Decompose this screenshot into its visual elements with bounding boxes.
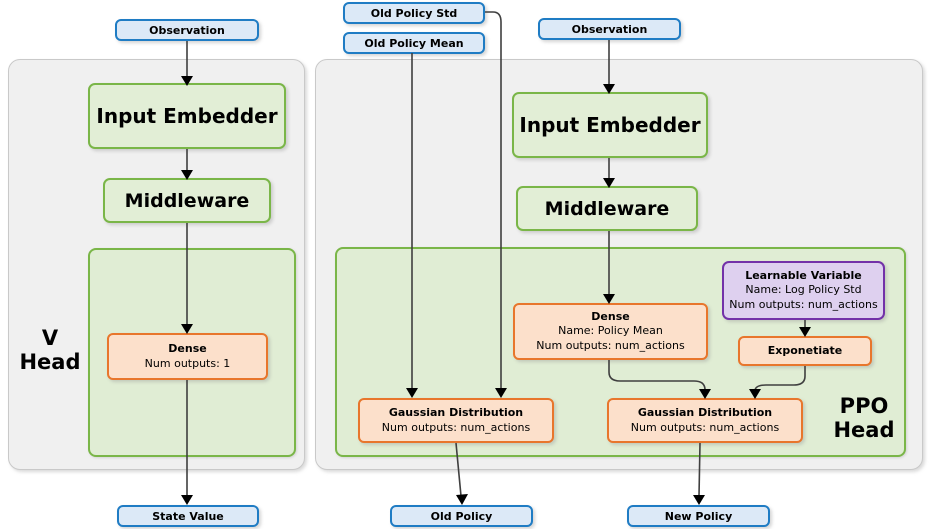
v-head-middleware[interactable]: Middleware bbox=[103, 178, 271, 223]
v-head-dense-num-outputs: Num outputs: 1 bbox=[144, 356, 231, 370]
output-new-policy[interactable]: New Policy bbox=[627, 505, 770, 527]
input-old-policy-mean[interactable]: Old Policy Mean bbox=[343, 32, 485, 54]
ppo-head-learnable-variable[interactable]: Learnable Variable Name: Log Policy Std … bbox=[722, 261, 885, 320]
ppo-head-exponetiate[interactable]: Exponetiate bbox=[738, 336, 872, 366]
v-head-label: V Head bbox=[14, 315, 86, 385]
v-head-input-embedder[interactable]: Input Embedder bbox=[88, 83, 286, 149]
ppo-head-middleware-label: Middleware bbox=[544, 197, 670, 220]
ppo-head-gaussian-old[interactable]: Gaussian Distribution Num outputs: num_a… bbox=[358, 398, 554, 443]
input-old-policy-std[interactable]: Old Policy Std bbox=[343, 2, 485, 24]
output-old-policy-label: Old Policy bbox=[430, 509, 493, 523]
output-old-policy[interactable]: Old Policy bbox=[390, 505, 533, 527]
learnable-variable-name: Name: Log Policy Std bbox=[745, 283, 862, 297]
ppo-head-middleware[interactable]: Middleware bbox=[516, 186, 698, 231]
input-observation-left[interactable]: Observation bbox=[115, 19, 259, 41]
ppo-head-label-line1: PPO bbox=[839, 393, 889, 418]
ppo-head-dense-num-outputs: Num outputs: num_actions bbox=[536, 338, 685, 352]
ppo-head-dense-title: Dense bbox=[591, 310, 630, 324]
input-observation-left-label: Observation bbox=[149, 23, 225, 37]
ppo-head-dense-name: Name: Policy Mean bbox=[558, 324, 663, 338]
v-head-dense[interactable]: Dense Num outputs: 1 bbox=[107, 333, 268, 380]
ppo-head-label-line2: Head bbox=[833, 418, 895, 442]
ppo-head-dense-policy-mean[interactable]: Dense Name: Policy Mean Num outputs: num… bbox=[513, 303, 708, 360]
output-state-value[interactable]: State Value bbox=[117, 505, 259, 527]
learnable-variable-num-outputs: Num outputs: num_actions bbox=[729, 297, 878, 311]
v-head-label-line1: V bbox=[41, 325, 59, 350]
ppo-head-input-embedder-label: Input Embedder bbox=[519, 113, 701, 137]
output-state-value-label: State Value bbox=[152, 509, 224, 523]
input-observation-right[interactable]: Observation bbox=[538, 18, 681, 40]
ppo-head-input-embedder[interactable]: Input Embedder bbox=[512, 92, 708, 158]
v-head-dense-title: Dense bbox=[168, 342, 207, 356]
exponetiate-title: Exponetiate bbox=[767, 343, 843, 357]
gaussian-old-num-outputs: Num outputs: num_actions bbox=[381, 420, 531, 434]
gaussian-old-title: Gaussian Distribution bbox=[388, 406, 524, 420]
input-observation-right-label: Observation bbox=[571, 22, 648, 36]
ppo-head-gaussian-new[interactable]: Gaussian Distribution Num outputs: num_a… bbox=[607, 398, 803, 443]
input-old-policy-mean-label: Old Policy Mean bbox=[364, 36, 464, 50]
input-old-policy-std-label: Old Policy Std bbox=[370, 6, 458, 20]
v-head-label-line2: Head bbox=[19, 350, 81, 374]
v-head-input-embedder-label: Input Embedder bbox=[96, 104, 278, 128]
ppo-head-label: PPO Head bbox=[824, 385, 904, 451]
gaussian-new-num-outputs: Num outputs: num_actions bbox=[630, 420, 780, 434]
learnable-variable-title: Learnable Variable bbox=[745, 269, 862, 283]
gaussian-new-title: Gaussian Distribution bbox=[637, 406, 773, 420]
output-new-policy-label: New Policy bbox=[664, 509, 733, 523]
v-head-middleware-label: Middleware bbox=[124, 189, 250, 212]
